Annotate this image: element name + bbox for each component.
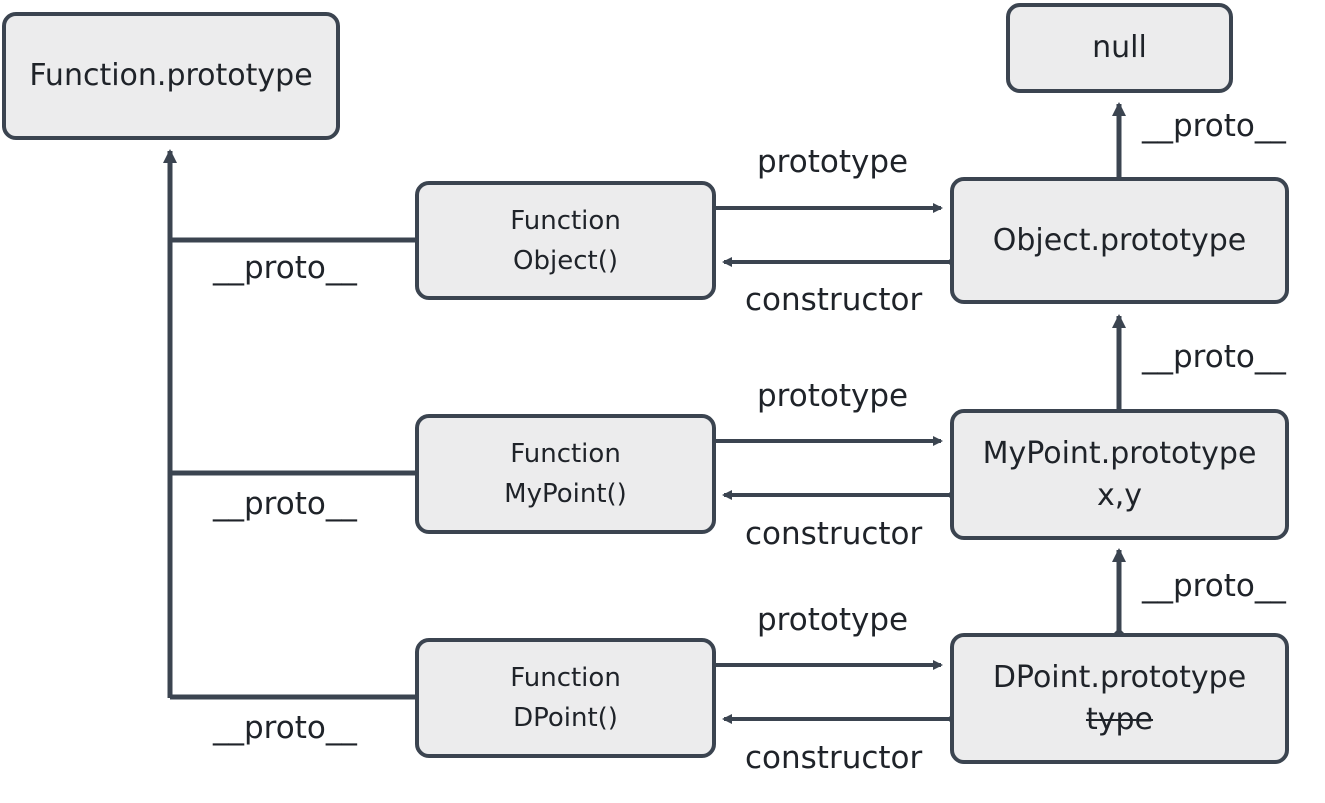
dpoint-prototype-line1: DPoint.prototype	[992, 659, 1247, 695]
mypoint-fn-proto-label: __proto__	[213, 486, 357, 522]
object-prototype-label: prototype	[757, 144, 909, 180]
dpoint-prototype-node: DPoint.prototype type	[950, 633, 1289, 764]
mypoint-prototype-line1: MyPoint.prototype	[982, 435, 1257, 471]
object-prototype-label: Object.prototype	[992, 222, 1247, 258]
function-dpoint-line2: DPoint()	[513, 703, 618, 733]
mypoint-object-proto-label: __proto__	[1142, 339, 1286, 375]
mypoint-prototype-edge-label: prototype	[757, 378, 909, 414]
dpoint-constructor-label: constructor	[745, 740, 923, 776]
function-prototype-node: Function.prototype	[2, 12, 340, 140]
object-null-proto-label: __proto__	[1142, 108, 1286, 144]
function-object-line2: Object()	[513, 245, 618, 276]
dpoint-fn-proto-label: __proto__	[213, 710, 357, 746]
null-node: null	[1006, 3, 1233, 93]
function-dpoint-node: Function DPoint()	[415, 638, 716, 758]
function-mypoint-line2: MyPoint()	[504, 479, 627, 509]
function-dpoint-line1: Function	[510, 663, 621, 693]
function-prototype-label: Function.prototype	[29, 58, 313, 93]
mypoint-prototype-line2: x,y	[1096, 477, 1143, 513]
dpoint-mypoint-proto-label: __proto__	[1142, 568, 1286, 604]
dpoint-prototype-line2: type	[1085, 701, 1154, 737]
mypoint-prototype-node: MyPoint.prototype x,y	[950, 409, 1289, 540]
null-label: null	[1092, 30, 1147, 65]
object-prototype-node: Object.prototype	[950, 177, 1289, 304]
function-mypoint-node: Function MyPoint()	[415, 414, 716, 534]
dpoint-prototype-edge-label: prototype	[757, 602, 909, 638]
function-object-node: Function Object()	[415, 181, 716, 300]
mypoint-constructor-label: constructor	[745, 516, 923, 552]
object-fn-proto-label: __proto__	[213, 250, 357, 286]
object-constructor-label: constructor	[745, 282, 923, 318]
function-mypoint-line1: Function	[510, 439, 621, 469]
function-object-line1: Function	[510, 205, 621, 236]
